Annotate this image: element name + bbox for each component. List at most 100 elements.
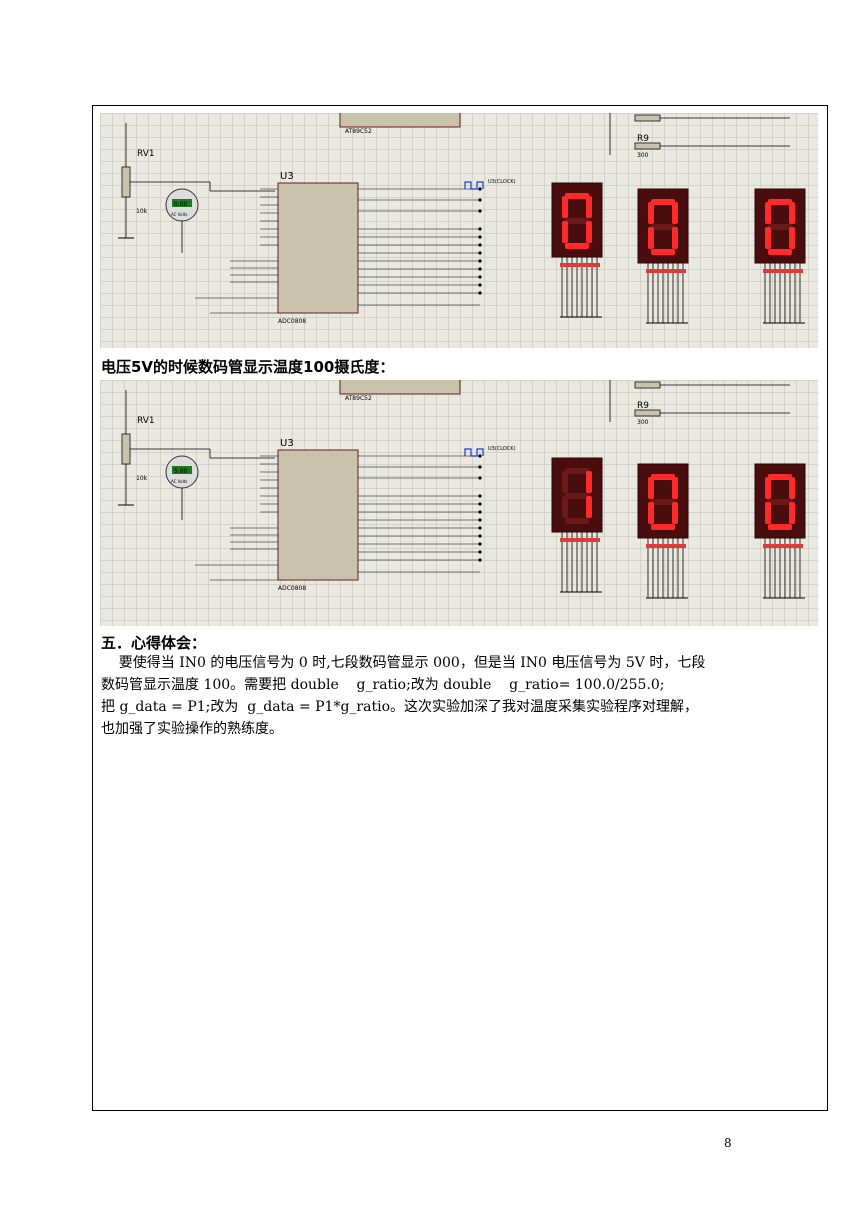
segment: [565, 218, 589, 224]
reflection-paragraph: 要使得当 IN0 的电压信号为 0 时,七段数码管显示 000，但是当 IN0 …: [101, 652, 823, 740]
junction: [478, 558, 482, 562]
pin-marker: [560, 263, 600, 267]
segment: [789, 202, 795, 224]
page-number: 8: [724, 1136, 732, 1150]
chip-label: U3: [280, 438, 294, 449]
potentiometer: [121, 433, 131, 465]
junction: [478, 502, 482, 506]
chip-name: ADC0808: [278, 585, 306, 592]
junction: [478, 227, 482, 231]
segment: [651, 224, 675, 230]
pot-resistance: 10k: [136, 208, 148, 215]
segment: [586, 496, 592, 518]
paragraph-line: 数码管显示温度 100。需要把 double g_ratio;改为 double…: [101, 677, 665, 693]
section-heading: 五．心得体会：: [101, 634, 207, 652]
voltmeter-screen: [172, 199, 192, 207]
pot-label: RV1: [137, 416, 155, 426]
segment: [651, 499, 675, 505]
segment: [789, 502, 795, 524]
junction: [478, 275, 482, 279]
voltmeter-unit: AC Volts: [171, 479, 187, 484]
segment: [672, 477, 678, 499]
potentiometer: [121, 166, 131, 198]
segment: [565, 243, 589, 249]
segment: [672, 202, 678, 224]
segment: [768, 499, 792, 505]
chip-name: ADC0808: [278, 318, 306, 325]
segment: [768, 249, 792, 255]
junction: [478, 283, 482, 287]
junction: [478, 209, 482, 213]
caption: 电压5V的时候数码管显示温度100摄氏度：: [101, 358, 395, 376]
segment: [562, 221, 568, 243]
adc-chip: [277, 449, 359, 581]
mcu-name: AT89C52: [345, 128, 372, 135]
mcu-chip: [339, 380, 461, 395]
pin-marker: [646, 269, 686, 273]
pin-marker: [646, 544, 686, 548]
junction: [478, 267, 482, 271]
segment: [565, 468, 589, 474]
junction: [478, 550, 482, 554]
segment: [648, 202, 654, 224]
resistor-label: R9: [637, 134, 649, 144]
paragraph-line: 把 g_data = P1;改为 g_data = P1*g_ratio。这次实…: [101, 699, 699, 715]
clock-icon: [464, 181, 484, 190]
junction: [478, 518, 482, 522]
pot-label: RV1: [137, 149, 155, 159]
junction: [478, 259, 482, 263]
chip-label: U3: [280, 171, 294, 182]
segment: [768, 224, 792, 230]
junction: [478, 291, 482, 295]
segment: [672, 227, 678, 249]
voltmeter-value: 5.00: [174, 468, 188, 475]
clock-label: U3(CLOCK): [488, 179, 516, 185]
content-frame: [92, 105, 828, 1111]
segment: [648, 227, 654, 249]
junction: [478, 243, 482, 247]
junction: [478, 465, 482, 469]
segment: [765, 227, 771, 249]
segment: [768, 199, 792, 205]
junction: [478, 526, 482, 530]
resistor-value: 300: [637, 419, 649, 426]
segment: [768, 474, 792, 480]
segment: [789, 227, 795, 249]
segment: [562, 496, 568, 518]
junction: [478, 251, 482, 255]
segment: [586, 221, 592, 243]
segment: [765, 202, 771, 224]
pot-resistance: 10k: [136, 475, 148, 482]
segment: [651, 199, 675, 205]
junction: [478, 454, 482, 458]
segment: [651, 249, 675, 255]
segment: [562, 471, 568, 493]
resistor-label: R9: [637, 401, 649, 411]
segment: [565, 518, 589, 524]
junction: [478, 198, 482, 202]
junction: [478, 542, 482, 546]
junction: [478, 476, 482, 480]
resistor-value: 300: [637, 152, 649, 159]
voltmeter-unit: AC Volts: [171, 212, 187, 217]
segment: [672, 502, 678, 524]
mcu-chip: [339, 113, 461, 128]
resistor: [634, 381, 661, 389]
voltmeter-screen: [172, 466, 192, 474]
paragraph-line: 要使得当 IN0 的电压信号为 0 时,七段数码管显示 000，但是当 IN0 …: [101, 655, 706, 671]
adc-chip: [277, 182, 359, 314]
segment: [562, 196, 568, 218]
pin-marker: [763, 269, 803, 273]
junction: [478, 187, 482, 191]
segment: [565, 493, 589, 499]
segment: [586, 471, 592, 493]
junction: [478, 510, 482, 514]
pin-marker: [560, 538, 600, 542]
junction: [478, 534, 482, 538]
segment: [648, 477, 654, 499]
segment: [765, 477, 771, 499]
segment: [565, 193, 589, 199]
clock-label: U3(CLOCK): [488, 446, 516, 452]
